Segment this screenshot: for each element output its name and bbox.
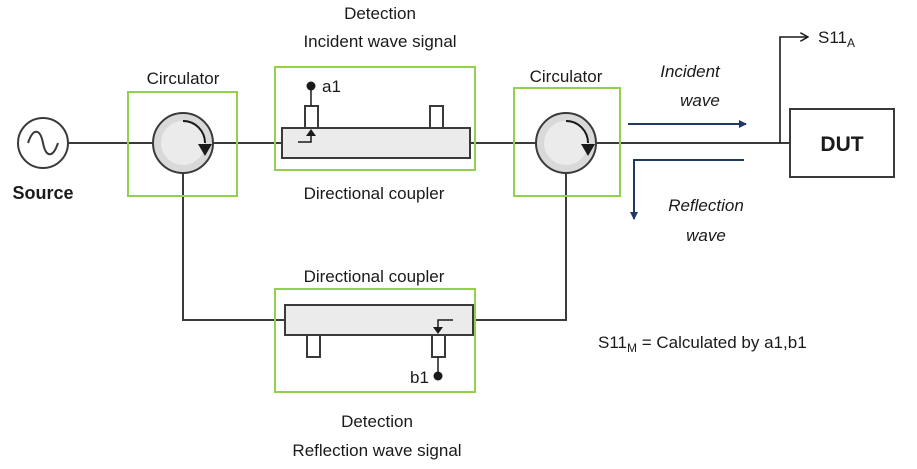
s11m-formula: S11M = Calculated by a1,b1: [598, 333, 807, 355]
sine-wave-icon: [27, 130, 59, 156]
circulator-left: [152, 112, 214, 174]
probe-point-a1: [306, 81, 316, 91]
highlight-circulator-right: [513, 87, 621, 197]
highlight-bottom-coupler: [274, 288, 476, 393]
s11a-main: S11: [818, 28, 847, 47]
detection-bottom-line1: Detection: [341, 412, 413, 431]
highlight-boxes: [127, 66, 621, 393]
wire-s11a-tap: [779, 37, 808, 143]
incident-label-line1: Incident: [660, 62, 721, 81]
highlight-circulator-left: [127, 91, 238, 197]
directional-coupler-top: [281, 81, 471, 159]
detection-top-line2: Incident wave signal: [303, 32, 456, 51]
circulator-right-label: Circulator: [530, 67, 603, 86]
circulator-right: [535, 112, 597, 174]
incident-label-line2: wave: [680, 91, 720, 110]
s11a-label: S11A: [818, 28, 855, 50]
reflection-wave-arrow: [630, 159, 744, 220]
s11a-subscript: A: [847, 36, 855, 50]
wire-left-circulator-to-bottom-coupler: [182, 173, 285, 321]
port-b1-label: b1: [410, 368, 429, 387]
detector-b1: [431, 334, 446, 358]
detection-top-line1: Detection: [344, 4, 416, 23]
circulator-left-label: Circulator: [147, 69, 220, 88]
highlight-top-coupler: [274, 66, 476, 171]
wire-bottom-coupler-to-right-circulator: [473, 173, 567, 321]
probe-point-b1: [433, 371, 443, 381]
source-label: Source: [12, 183, 73, 203]
detector-a1: [304, 105, 319, 129]
dut-label: DUT: [820, 133, 863, 156]
source-symbol: [17, 117, 69, 169]
s11m-rest: = Calculated by a1,b1: [637, 333, 807, 352]
termination-bottom: [306, 334, 321, 358]
circulator-rotation-icon: [182, 120, 206, 144]
directional-coupler-bottom: [284, 304, 474, 381]
reflection-label-line1: Reflection: [668, 196, 744, 215]
s11m-main: S11: [598, 333, 627, 352]
wiring: [68, 37, 808, 321]
reflection-label-line2: wave: [686, 226, 726, 245]
s11m-subscript: M: [627, 341, 637, 355]
detection-bottom-line2: Reflection wave signal: [292, 441, 461, 460]
dut-box: [789, 108, 895, 178]
termination-top: [429, 105, 444, 129]
coupler-bottom-label: Directional coupler: [304, 267, 445, 286]
circulator-rotation-icon: [565, 120, 589, 144]
port-a1-label: a1: [322, 77, 341, 96]
coupler-top-label: Directional coupler: [304, 184, 445, 203]
